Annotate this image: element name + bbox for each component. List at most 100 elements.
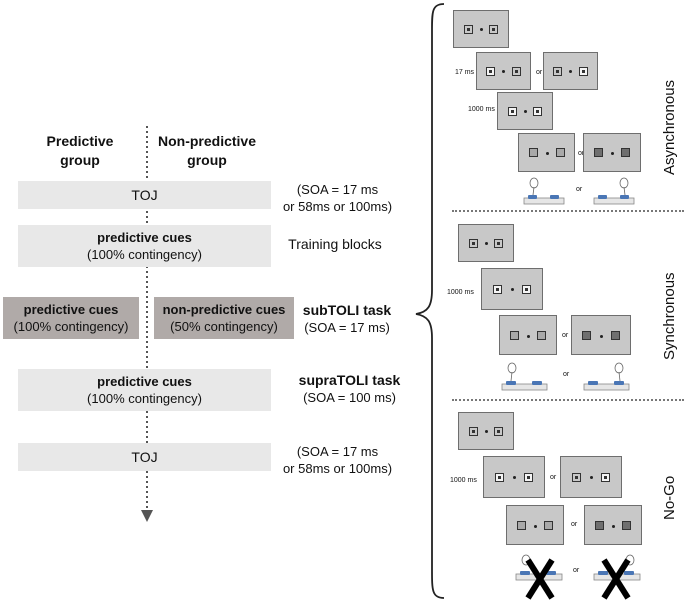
fixation-dot xyxy=(590,476,593,479)
training-blocks-label: Training blocks xyxy=(280,236,390,253)
asynchronous-label: Asynchronous xyxy=(661,80,678,175)
toj-1-soa-line1: (SOA = 17 ms xyxy=(296,182,379,197)
nogo-or-3: or xyxy=(573,567,580,574)
fixation-dot xyxy=(524,110,527,113)
left-square xyxy=(464,25,473,34)
predictive-header-line2: group xyxy=(60,152,100,168)
toj-block-2-label: TOJ xyxy=(131,448,158,465)
cross-stroke-2 xyxy=(525,558,555,600)
toj-1-soa-note: (SOA = 17 ms or 58ms or 100ms) xyxy=(275,181,400,215)
sync-screen-target-a xyxy=(499,315,557,355)
predictive-header-line1: Predictive xyxy=(46,133,114,149)
response-device-right-1 xyxy=(593,177,635,205)
right-square xyxy=(512,67,521,76)
left-square xyxy=(553,67,562,76)
subtoli-non-predictive-title: non-predictive cues xyxy=(162,302,286,317)
sync-screen-cue xyxy=(481,268,543,310)
response-device-left-1 xyxy=(523,177,565,205)
right-square xyxy=(533,107,542,116)
toj-2-soa-line2: or 58ms or 100ms) xyxy=(282,461,393,476)
async-or-2: or xyxy=(578,150,585,157)
predictive-group-header: Predictive group xyxy=(30,132,130,170)
synchronous-text: Synchronous xyxy=(661,272,678,360)
async-1000ms-label: 1000 ms xyxy=(468,106,495,113)
fixation-dot xyxy=(485,430,488,433)
nogo-screen-target-b xyxy=(584,505,642,545)
right-square xyxy=(622,521,631,530)
subtoli-predictive-title: predictive cues xyxy=(23,302,119,317)
toj-block-2: TOJ xyxy=(18,443,271,471)
right-square xyxy=(537,331,546,340)
async-screen-isi xyxy=(497,92,553,130)
subtoli-non-predictive-subtitle: (50% contingency) xyxy=(170,319,278,334)
right-square xyxy=(556,148,565,157)
response-device-crossed-right xyxy=(593,554,641,600)
async-screen-fixation xyxy=(453,10,509,48)
left-square xyxy=(517,521,526,530)
synchronous-label: Synchronous xyxy=(661,272,678,360)
left-square xyxy=(595,521,604,530)
nogo-label: No-Go xyxy=(661,476,678,520)
fixation-dot xyxy=(502,70,505,73)
fixation-dot xyxy=(569,70,572,73)
subtoli-predictive-block: predictive cues (100% contingency) xyxy=(3,297,139,339)
nogo-or-2: or xyxy=(571,521,578,528)
nogo-text: No-Go xyxy=(661,475,678,520)
curly-brace xyxy=(415,3,445,599)
async-screen-target-a xyxy=(518,133,575,172)
fixation-dot xyxy=(600,335,603,338)
response-device-crossed-left xyxy=(515,554,563,600)
fixation-dot xyxy=(527,335,530,338)
non-predictive-header-line2: group xyxy=(187,152,227,168)
subtoli-title: subTOLI task xyxy=(302,302,392,318)
fixation-dot xyxy=(534,525,537,528)
supratoli-block: predictive cues (100% contingency) xyxy=(18,369,271,411)
training-block-subtitle: (100% contingency) xyxy=(87,247,202,262)
nogo-screen-fixation xyxy=(458,412,514,450)
async-or-1: or xyxy=(536,69,543,76)
fixation-dot xyxy=(611,152,614,155)
subtoli-predictive-subtitle: (100% contingency) xyxy=(13,319,129,334)
supratoli-block-title: predictive cues xyxy=(97,374,192,389)
left-square xyxy=(495,473,504,482)
sync-or-2: or xyxy=(563,371,570,378)
left-square xyxy=(486,67,495,76)
nogo-1000ms-label: 1000 ms xyxy=(450,477,477,484)
right-square xyxy=(621,148,630,157)
supratoli-title: supraTOLI task xyxy=(298,372,401,388)
sync-1000ms-label: 1000 ms xyxy=(447,289,474,296)
fixation-dot xyxy=(513,476,516,479)
right-square xyxy=(522,285,531,294)
toj-2-soa-line1: (SOA = 17 ms xyxy=(296,444,379,459)
right-square xyxy=(489,25,498,34)
non-predictive-header-line1: Non-predictive xyxy=(157,133,256,149)
right-square xyxy=(579,67,588,76)
fixation-dot xyxy=(612,525,615,528)
left-square xyxy=(529,148,538,157)
supratoli-soa: (SOA = 100 ms) xyxy=(303,390,396,405)
nogo-screen-cue-a xyxy=(483,456,545,498)
subtoli-non-predictive-block: non-predictive cues (50% contingency) xyxy=(154,297,294,339)
subtoli-soa: (SOA = 17 ms) xyxy=(304,320,390,335)
cross-stroke-2 xyxy=(601,558,631,600)
toj-block-1: TOJ xyxy=(18,181,271,209)
left-square xyxy=(582,331,591,340)
right-square xyxy=(494,427,503,436)
fixation-dot xyxy=(480,28,483,31)
sync-or-1: or xyxy=(562,332,569,339)
left-square xyxy=(493,285,502,294)
asynchronous-text: Asynchronous xyxy=(661,79,678,175)
right-square xyxy=(601,473,610,482)
async-screen-cue-a xyxy=(476,52,531,90)
toj-1-soa-line2: or 58ms or 100ms) xyxy=(282,199,393,214)
right-square xyxy=(544,521,553,530)
left-square xyxy=(572,473,581,482)
nogo-or-1: or xyxy=(550,474,557,481)
left-square xyxy=(594,148,603,157)
nogo-screen-target-a xyxy=(506,505,564,545)
right-square xyxy=(611,331,620,340)
fixation-dot xyxy=(511,288,514,291)
training-block-title: predictive cues xyxy=(97,230,192,245)
training-block: predictive cues (100% contingency) xyxy=(18,225,271,267)
divider-1 xyxy=(452,210,684,212)
